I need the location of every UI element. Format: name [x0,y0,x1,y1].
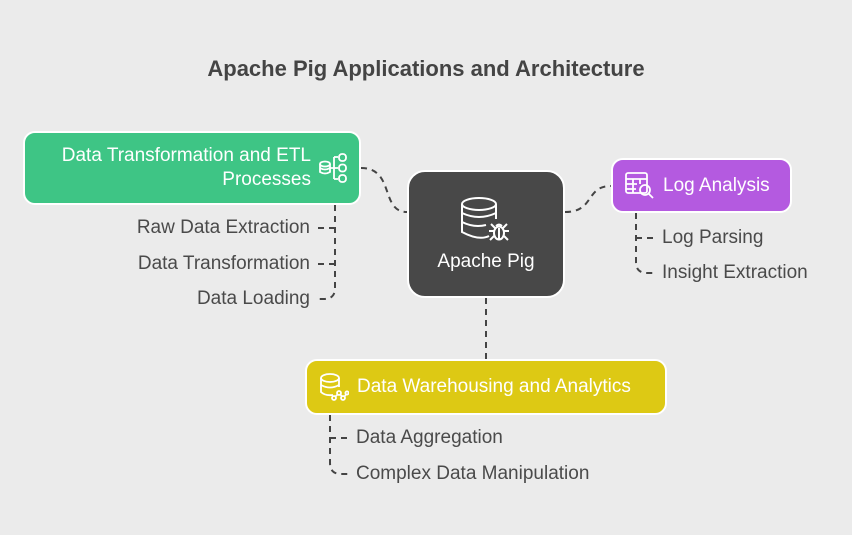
node-etl-label: Data Transformation and ETL Processes [62,144,311,192]
database-hierarchy-icon [319,152,349,184]
etl-item-data-loading: Data Loading [196,288,310,309]
node-data-warehousing[interactable]: Data Warehousing and Analytics [305,359,667,415]
connector-log-items [635,213,656,274]
node-data-warehousing-label: Data Warehousing and Analytics [357,376,631,397]
database-bug-icon [459,195,513,245]
connector-etl-items [316,205,336,300]
log-item-insight-extraction: Insight Extraction [662,262,808,283]
database-analytics-icon [319,372,349,402]
log-item-log-parsing: Log Parsing [662,227,764,248]
warehouse-item-complex-data-manipulation: Complex Data Manipulation [356,463,590,484]
node-log-analysis[interactable]: Log Analysis [611,158,792,213]
etl-item-data-transformation: Data Transformation [137,253,310,274]
node-etl-label-line2: Processes [222,169,311,190]
diagram-title: Apache Pig Applications and Architecture [207,56,645,81]
connector-warehouse-items [329,415,350,475]
node-apache-pig[interactable]: Apache Pig [407,170,565,298]
connector-center-log [564,185,612,213]
node-etl-processes[interactable]: Data Transformation and ETL Processes [23,131,361,205]
table-search-icon [625,171,655,200]
connector-etl-center [360,167,408,213]
node-log-analysis-label: Log Analysis [663,174,770,196]
warehouse-item-data-aggregation: Data Aggregation [356,427,503,448]
node-apache-pig-label: Apache Pig [437,251,535,272]
node-etl-label-line1: Data Transformation and ETL [61,145,311,166]
etl-item-raw-data-extraction: Raw Data Extraction [136,217,310,238]
